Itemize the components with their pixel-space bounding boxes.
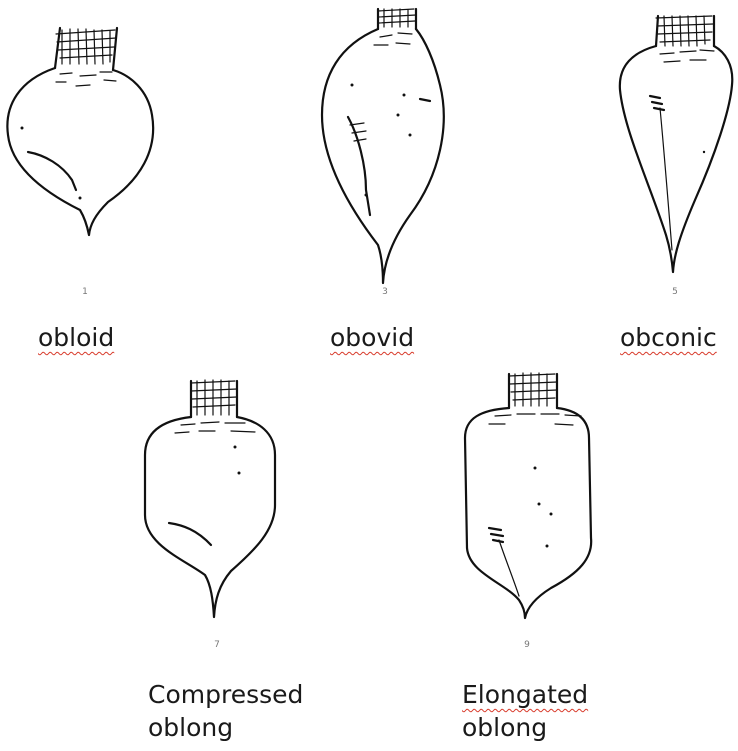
root-outline bbox=[322, 29, 444, 283]
root-outline bbox=[145, 417, 275, 617]
shape-number: 5 bbox=[660, 287, 690, 297]
shape-label-obconic: obconic bbox=[620, 321, 717, 354]
root-drawing-elongated-oblong bbox=[455, 368, 605, 623]
crown bbox=[191, 380, 237, 417]
crown bbox=[656, 16, 714, 46]
shape-number: 1 bbox=[70, 287, 100, 297]
root-drawing-obconic bbox=[610, 10, 738, 280]
shape-label-obovid: obovid bbox=[330, 321, 414, 354]
shape-number: 9 bbox=[512, 640, 542, 650]
root-drawing-obloid bbox=[0, 20, 170, 240]
crown bbox=[378, 9, 416, 29]
shape-number: 3 bbox=[370, 287, 400, 297]
crown bbox=[55, 28, 117, 70]
shape-label-compressed-oblong: Compressed oblong bbox=[148, 678, 303, 744]
shape-number: 7 bbox=[202, 640, 232, 650]
root-drawing-obovid bbox=[300, 5, 460, 285]
shape-label-obloid: obloid bbox=[38, 321, 114, 354]
root-outline bbox=[620, 46, 732, 272]
shape-label-elongated-oblong: Elongated oblong bbox=[462, 678, 588, 744]
root-drawing-compressed-oblong bbox=[135, 375, 295, 620]
root-outline bbox=[465, 408, 591, 618]
crown bbox=[509, 373, 557, 408]
